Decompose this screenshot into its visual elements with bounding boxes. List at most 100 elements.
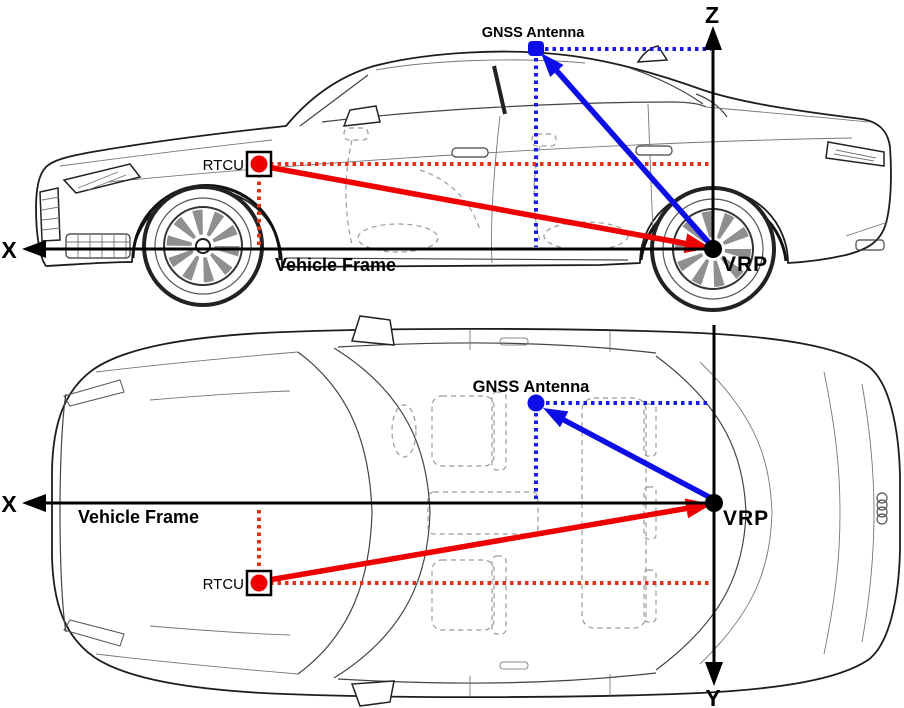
seat-back-front — [345, 139, 353, 246]
car-side-headlight — [62, 163, 142, 194]
side-rtcu-label: RTCU — [203, 157, 244, 174]
car-top-door-details — [469, 330, 611, 696]
car-top-mirror-right — [350, 680, 395, 707]
top-view-overlay: GNSS Antenna RTCU VRP Vehicle Frame X Y — [1, 325, 769, 708]
ring-3 — [876, 506, 888, 518]
rear-headrest-1 — [643, 403, 657, 457]
car-top-hood-crease-left — [149, 390, 291, 401]
car-top-headlight-right — [63, 619, 125, 647]
passenger-seat-back — [491, 555, 507, 635]
steering-wheel — [391, 404, 417, 458]
car-side-taillight-hatch — [833, 149, 877, 162]
car-side-front-wheel — [142, 185, 264, 307]
car-side-roof-inner — [375, 59, 586, 71]
top-y-axis-label: Y — [705, 685, 720, 708]
rear-spokes — [675, 211, 751, 287]
top-vrp-label: VRP — [723, 507, 769, 530]
car-top-drawing — [51, 315, 901, 707]
car-top-windshield-arc — [333, 347, 431, 679]
car-side-grille-bars — [41, 196, 61, 231]
car-side-intake-grid — [66, 234, 130, 258]
top-vrp-marker — [705, 494, 723, 512]
interior-line — [419, 169, 481, 231]
top-gnss-lever-arm — [560, 416, 713, 501]
car-side-b-pillar — [492, 65, 507, 115]
side-vrp-marker — [704, 240, 722, 258]
car-top-body-outline — [51, 327, 901, 699]
car-top-interior-dashed — [391, 391, 657, 635]
seat-cushion-front — [357, 223, 439, 253]
center-console — [427, 491, 539, 535]
headrest-rear — [531, 133, 557, 147]
car-top-hood-crease-right — [149, 625, 291, 636]
top-rtcu-lever-arm — [262, 505, 690, 584]
car-top-trunk-edge-arc — [699, 361, 773, 665]
driver-seat-back — [491, 391, 507, 471]
car-side-rear-door-handle — [635, 145, 673, 156]
side-x-axis-arrowhead — [22, 240, 46, 258]
car-side-exhaust — [855, 239, 885, 251]
car-side-hood-cut — [59, 139, 273, 167]
ring-1 — [876, 492, 888, 504]
car-side-c-pillar — [629, 67, 704, 105]
car-top-trunk-line — [823, 371, 841, 655]
top-gnss-antenna-marker — [527, 394, 545, 412]
ring-4 — [876, 513, 888, 525]
car-side-a-pillar — [299, 74, 369, 127]
car-side-grille — [39, 187, 61, 242]
car-side-front-door-seam — [491, 115, 501, 264]
car-side-taillight — [825, 141, 885, 167]
headrest-front — [343, 127, 369, 141]
side-rtcu-lever-arm — [261, 163, 689, 247]
top-rtcu-marker — [250, 574, 268, 592]
ring-2 — [876, 499, 888, 511]
top-rtcu-label: RTCU — [203, 576, 244, 593]
top-gnss-label: GNSS Antenna — [473, 378, 591, 396]
top-y-axis-arrowhead — [705, 662, 723, 686]
car-side-headlight-hatch — [77, 171, 127, 191]
car-side-lower-intake — [65, 233, 131, 259]
car-top-bumper-seam — [861, 383, 875, 643]
top-gnss-lever-arrowhead — [543, 408, 569, 428]
front-hub — [195, 238, 211, 254]
car-side-body-outline — [35, 50, 892, 268]
top-x-axis-label: X — [1, 491, 17, 517]
rear-bench — [581, 397, 647, 629]
car-side-bumper-seam — [845, 221, 889, 237]
side-gnss-antenna-marker — [528, 41, 544, 56]
door-seams-right — [469, 674, 611, 696]
side-gnss-label: GNSS Antenna — [482, 25, 586, 41]
driver-seat — [431, 395, 495, 467]
front-tire-inner — [154, 197, 252, 295]
car-side-rear-deck — [705, 106, 869, 123]
side-rtcu-marker — [250, 155, 268, 173]
side-z-axis-arrowhead — [704, 26, 722, 50]
car-top-mirror-left — [351, 315, 395, 346]
car-top-front-edge — [59, 393, 67, 633]
top-x-axis-arrowhead — [22, 494, 46, 512]
car-top-hoodline-left — [95, 351, 299, 373]
car-side-drawing — [35, 45, 892, 312]
top-vehicle-frame-label: Vehicle Frame — [78, 507, 199, 527]
side-gnss-lever-arrowhead — [541, 53, 564, 77]
side-vrp-label: VRP — [722, 253, 768, 276]
side-z-axis-label: Z — [705, 2, 719, 28]
front-spokes — [166, 209, 240, 283]
car-top-audi-rings — [876, 492, 888, 525]
car-top-headlight-left — [63, 379, 125, 407]
car-side-sill-line — [285, 257, 629, 261]
car-side-front-door-handle — [451, 147, 489, 158]
front-rim — [163, 206, 243, 286]
door-handle-left — [499, 337, 529, 346]
door-handle-right — [499, 661, 529, 670]
side-vehicle-frame-label: Vehicle Frame — [275, 255, 396, 275]
door-seams-left — [469, 330, 611, 352]
side-view-overlay: GNSS Antenna RTCU VRP Vehicle Frame X Z — [1, 2, 768, 276]
car-side-mirror — [342, 105, 381, 127]
passenger-seat — [431, 559, 495, 631]
rear-headrest-3 — [643, 569, 657, 623]
car-top-hoodline-right — [95, 653, 299, 675]
side-gnss-lever-arm — [553, 68, 713, 246]
